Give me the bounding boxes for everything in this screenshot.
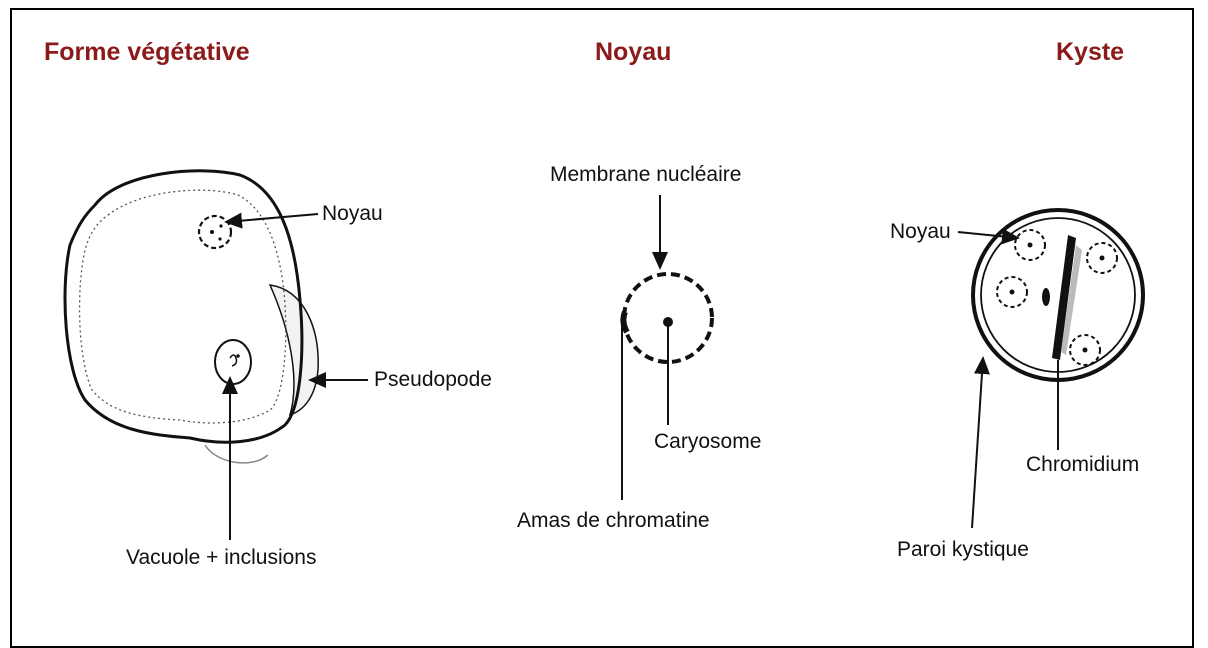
trophozoite-drawing: [63, 169, 319, 464]
cyst-nucleus-3: [996, 276, 1028, 308]
label-pseudopode: Pseudopode: [374, 368, 492, 391]
label-paroi-kystique: Paroi kystique: [897, 538, 1029, 561]
diagram-artwork: [63, 169, 1145, 540]
label-amas-chromatine: Amas de chromatine: [517, 509, 710, 532]
trophozoite-nucleus: [197, 214, 233, 250]
title-kyste: Kyste: [1056, 38, 1125, 66]
cyst-nucleus-4: [1069, 334, 1101, 366]
label-caryosome: Caryosome: [654, 430, 762, 453]
label-noyau-right: Noyau: [890, 220, 951, 243]
title-noyau: Noyau: [595, 38, 672, 66]
title-forme-vegetative: Forme végétative: [44, 38, 250, 66]
leader-noyau-left: [224, 212, 319, 229]
leader-paroi: [971, 356, 990, 529]
nucleus-drawing: [620, 272, 714, 364]
nuclear-membrane: [622, 272, 714, 364]
leader-noyau-right: [957, 228, 1020, 245]
lower-lobe-shape: [204, 444, 269, 464]
ectoplasm-line: [78, 189, 287, 424]
cyst-nucleus-2: [1086, 242, 1118, 274]
cyst-nucleus-1: [1014, 229, 1046, 261]
pseudopode-shape: [268, 284, 319, 417]
label-noyau-left: Noyau: [322, 202, 383, 225]
caryosome-center: [663, 317, 673, 327]
karyosome-dot: [210, 230, 214, 234]
cyst-drawing: [971, 208, 1145, 382]
label-chromidium: Chromidium: [1026, 453, 1140, 476]
figure-frame: [10, 8, 1194, 648]
vacuole-shape: [214, 339, 252, 385]
cell-outer-membrane: [63, 169, 304, 444]
chromidium-bar: [1052, 235, 1076, 360]
label-vacuole-inclusions: Vacuole + inclusions: [126, 546, 317, 569]
label-membrane-nucleaire: Membrane nucléaire: [550, 163, 742, 186]
